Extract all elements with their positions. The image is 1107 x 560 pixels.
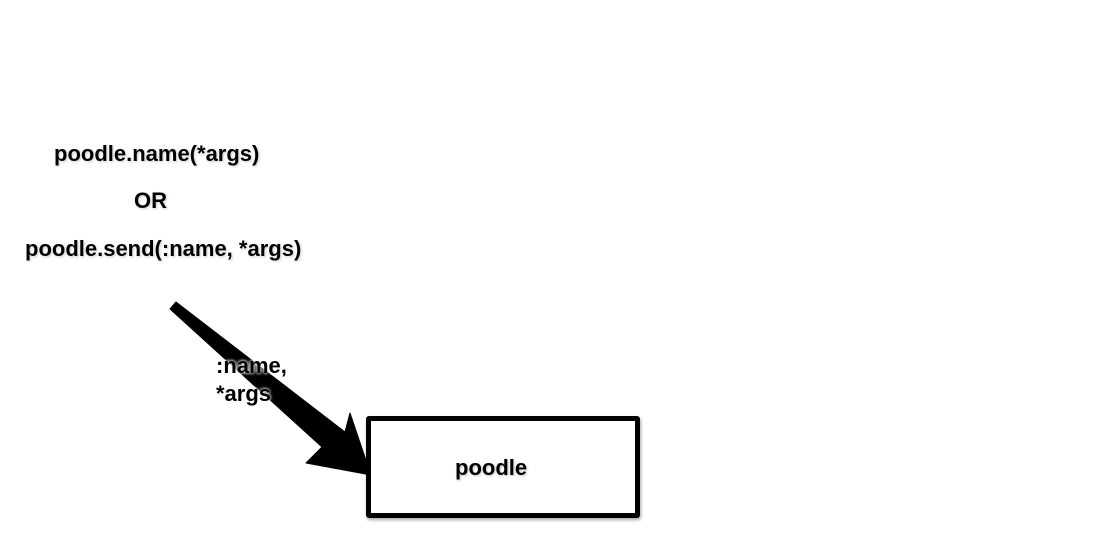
method-call-text: poodle.name(*args) [54, 141, 260, 166]
receiver-label: poodle [455, 455, 528, 480]
message-label-line-2: *args [216, 381, 272, 406]
receiver-object-box: poodle [366, 416, 640, 518]
message-label-line-1: :name, [216, 353, 287, 378]
send-call-text: poodle.send(:name, *args) [25, 236, 302, 261]
message-arrow-shape [169, 301, 372, 476]
message-label: :name, *args [216, 352, 287, 408]
or-separator: OR [134, 188, 167, 213]
